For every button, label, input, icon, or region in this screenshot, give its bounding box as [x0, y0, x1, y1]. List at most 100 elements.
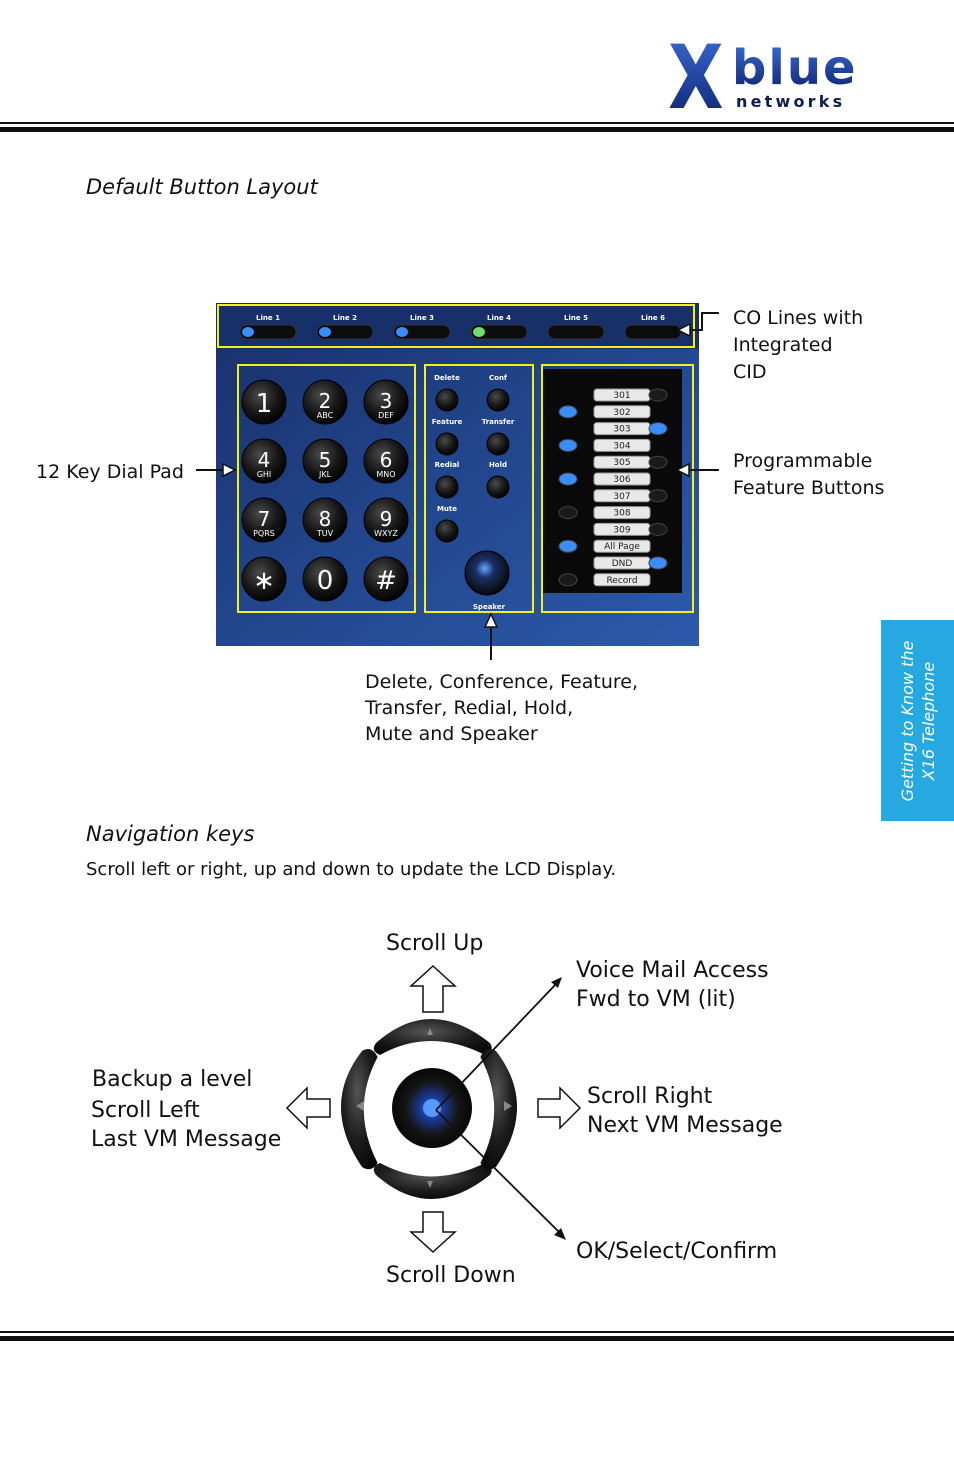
dial-key-letters: JKL — [318, 470, 332, 479]
programmable-label: 304 — [613, 441, 630, 451]
programmable-label: 303 — [613, 425, 630, 435]
dial-key-digit: 2 — [319, 389, 332, 413]
dial-key-digit: 6 — [380, 448, 393, 472]
dial-key-letters: WXYZ — [374, 529, 398, 538]
dial-key[interactable] — [363, 438, 409, 484]
programmable-label: 302 — [613, 408, 630, 418]
programmable-label: 307 — [613, 492, 630, 502]
nav-left-glyph — [356, 1101, 364, 1111]
scroll-down-arrow — [409, 1211, 457, 1254]
dial-key[interactable] — [241, 497, 287, 543]
programmable-callout: Programmable Feature Buttons — [733, 448, 884, 502]
right-line2: Next VM Message — [587, 1113, 783, 1138]
logo-x: X — [668, 36, 724, 114]
dial-key-digit: 3 — [380, 389, 393, 413]
function-key-button[interactable] — [486, 475, 510, 499]
line-key-label: Line 5 — [564, 314, 588, 322]
nav-ok-led — [423, 1099, 441, 1117]
voicemail-line2: Fwd to VM (lit) — [576, 987, 736, 1012]
programmable-key-left[interactable] — [558, 405, 578, 419]
dial-pad-highlight — [237, 364, 416, 613]
dial-key[interactable] — [302, 556, 348, 602]
speaker-button[interactable] — [464, 550, 510, 596]
bottom-divider — [0, 1331, 954, 1343]
dial-key[interactable] — [363, 556, 409, 602]
programmable-key-right[interactable] — [648, 388, 668, 402]
function-key-button[interactable] — [486, 388, 510, 412]
programmable-key-left[interactable] — [558, 438, 578, 452]
programmable-label: 301 — [613, 391, 630, 401]
navigation-heading: Navigation keys — [86, 822, 255, 846]
line-led — [473, 327, 485, 337]
programmable-key-right[interactable] — [648, 455, 668, 469]
scroll-up-label: Scroll Up — [386, 931, 484, 956]
function-key-button[interactable] — [435, 432, 459, 456]
top-divider — [0, 122, 954, 134]
dial-key[interactable] — [302, 438, 348, 484]
xblue-logo: X blue networks — [668, 26, 873, 129]
function-key-label: Redial — [435, 461, 460, 469]
xblue-logo-graphic: X blue networks — [668, 26, 856, 129]
programmable-label-strip — [593, 405, 651, 419]
dial-key-digit: 4 — [258, 448, 271, 472]
function-key-label: Transfer — [482, 418, 515, 426]
programmable-key-left[interactable] — [558, 573, 578, 587]
line-led — [242, 327, 254, 337]
programmable-line1: Programmable — [733, 450, 873, 472]
nav-up-button[interactable] — [373, 1019, 492, 1055]
dial-key[interactable] — [363, 379, 409, 425]
co-lines-line2: Integrated — [733, 334, 833, 356]
line-key-label: Line 4 — [487, 314, 511, 322]
programmable-key-left[interactable] — [558, 472, 578, 486]
programmable-label-strip — [593, 506, 651, 520]
line-key-button[interactable] — [470, 324, 528, 340]
dial-key-letters: MNO — [376, 470, 395, 479]
function-key-button[interactable] — [435, 388, 459, 412]
programmable-label: All Page — [604, 542, 640, 552]
dial-key-digit: 1 — [256, 389, 273, 419]
programmable-key-right[interactable] — [648, 556, 668, 570]
dial-key-letters: DEF — [378, 411, 394, 420]
function-key-button[interactable] — [435, 519, 459, 543]
line-key-button[interactable] — [316, 324, 374, 340]
programmable-key-right[interactable] — [648, 489, 668, 503]
scroll-right-arrow — [537, 1086, 582, 1130]
dial-key[interactable] — [241, 379, 287, 425]
dial-key-digit: ∗ — [253, 566, 275, 596]
line-key-button[interactable] — [239, 324, 297, 340]
programmable-key-left[interactable] — [558, 539, 578, 553]
nav-left-button[interactable] — [341, 1049, 378, 1170]
programmable-key-left[interactable] — [558, 506, 578, 520]
dial-key[interactable] — [241, 556, 287, 602]
function-key-button[interactable] — [486, 432, 510, 456]
right-line1: Scroll Right — [587, 1084, 713, 1109]
programmable-label: 305 — [613, 458, 630, 468]
programmable-key-right[interactable] — [648, 422, 668, 436]
dial-key[interactable] — [363, 497, 409, 543]
dial-key[interactable] — [302, 379, 348, 425]
scroll-left-label: Backup a level Scroll Left Last VM Messa… — [91, 1064, 281, 1154]
line-key-button[interactable] — [393, 324, 451, 340]
dial-key[interactable] — [241, 438, 287, 484]
dial-pad-callout: 12 Key Dial Pad — [36, 461, 184, 483]
function-group-line1: Delete, Conference, Feature, — [365, 671, 638, 693]
function-key-label: Delete — [434, 374, 460, 382]
dial-key[interactable] — [302, 497, 348, 543]
left-line3: Last VM Message — [91, 1127, 282, 1152]
dial-key-letters: ABC — [317, 411, 334, 420]
voicemail-label: Voice Mail Access Fwd to VM (lit) — [576, 956, 769, 1014]
line-led — [396, 327, 408, 337]
default-layout-heading: Default Button Layout — [86, 175, 318, 199]
function-keys-highlight — [424, 364, 534, 613]
programmable-label-strip — [593, 472, 651, 486]
line-key-button[interactable] — [547, 324, 605, 340]
nav-right-button[interactable] — [480, 1049, 517, 1170]
chapter-side-tab: Getting to Know the X16 Telephone — [881, 620, 954, 821]
function-key-button[interactable] — [435, 475, 459, 499]
programmable-keys-highlight — [541, 364, 694, 613]
programmable-key-right[interactable] — [648, 522, 668, 536]
